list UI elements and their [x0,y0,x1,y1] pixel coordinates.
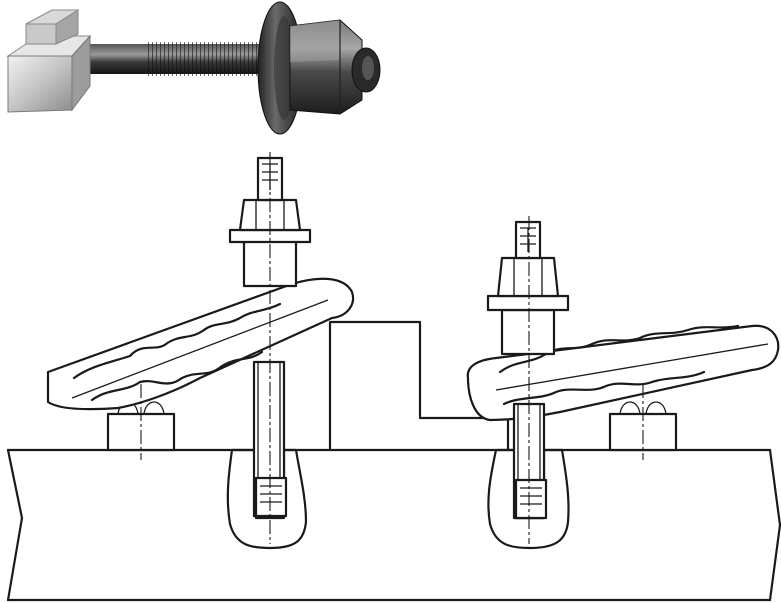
clamp-assembly-drawing [6,152,781,602]
machine-table [6,448,781,602]
left-clamp [46,277,355,411]
bolt-thread [148,42,268,76]
right-bolt [486,220,570,520]
t-slot-bolt-photo [6,1,381,135]
right-clamp [466,324,780,422]
t-head [6,9,92,113]
center-lines [140,152,644,544]
hex-nut [289,19,363,115]
